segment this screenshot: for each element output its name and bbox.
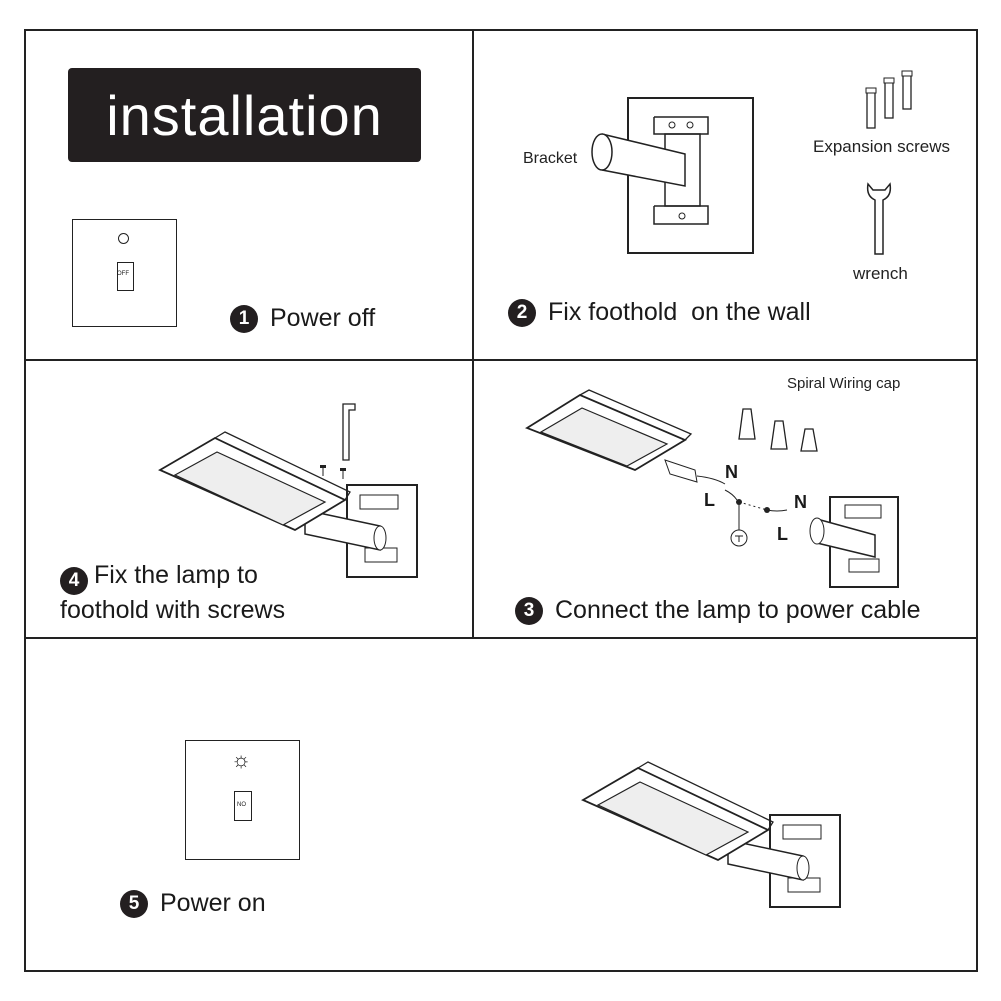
step-3-number: 3 [515,596,543,625]
step-2-number: 2 [508,298,536,327]
title-banner: installation [68,68,421,162]
light-on-icon: ☼ [231,747,252,772]
wire-l-lamp: L [704,490,715,510]
step-5: 5 Power on [120,889,266,918]
step-5-text: Power on [160,889,266,917]
title-text: installation [106,83,383,147]
bracket-label: Bracket [523,150,578,167]
wall-switch-off: OFF [72,219,177,327]
step-2-text: Fix foothold on the wall [548,298,811,326]
column-divider [472,29,474,639]
step-4-text: Fix the lamp to foothold with screws [60,561,286,624]
wire-l-cable: L [777,524,788,544]
expansion-screws-icon [865,70,913,129]
step-1: 1 Power off [230,304,375,333]
wire-n-lamp: N [725,462,738,482]
spiral-wiring-caps-icon [738,408,818,452]
spiral-cap-label: Spiral Wiring cap [787,375,901,392]
toggle-switch-on: NO [234,791,252,821]
step-5-number: 5 [120,889,148,918]
step-3: 3 Connect the lamp to power cable [515,596,921,625]
step-1-text: Power off [270,304,376,332]
step-2: 2 Fix foothold on the wall [508,298,811,327]
step-3-text: Connect the lamp to power cable [555,596,921,624]
lamp-wiring-drawing [524,389,726,485]
bracket-drawing [591,97,754,254]
diagram-frame [24,29,978,972]
hex-key-icon [342,403,356,461]
step-4-number: 4 [60,567,88,595]
switch-off-label: OFF [117,271,129,277]
expansion-screws-label: Expansion screws [813,137,951,156]
row-divider-2 [24,637,978,639]
lamp-installed-drawing [581,761,841,908]
row-divider-1 [24,359,978,361]
screw-pair-icon [320,465,346,479]
toggle-switch: OFF [117,262,134,291]
wire-connections [724,489,788,547]
switch-on-label: NO [237,802,246,808]
wrench-label: wrench [853,264,908,283]
wall-switch-on: ☼ NO [185,740,300,860]
lamp-mounted-drawing [158,431,418,578]
step-1-number: 1 [230,304,258,333]
wire-n-cable: N [794,492,807,512]
indicator-light [118,233,129,244]
bracket-wall-drawing [809,496,899,588]
wrench-icon [866,182,892,255]
